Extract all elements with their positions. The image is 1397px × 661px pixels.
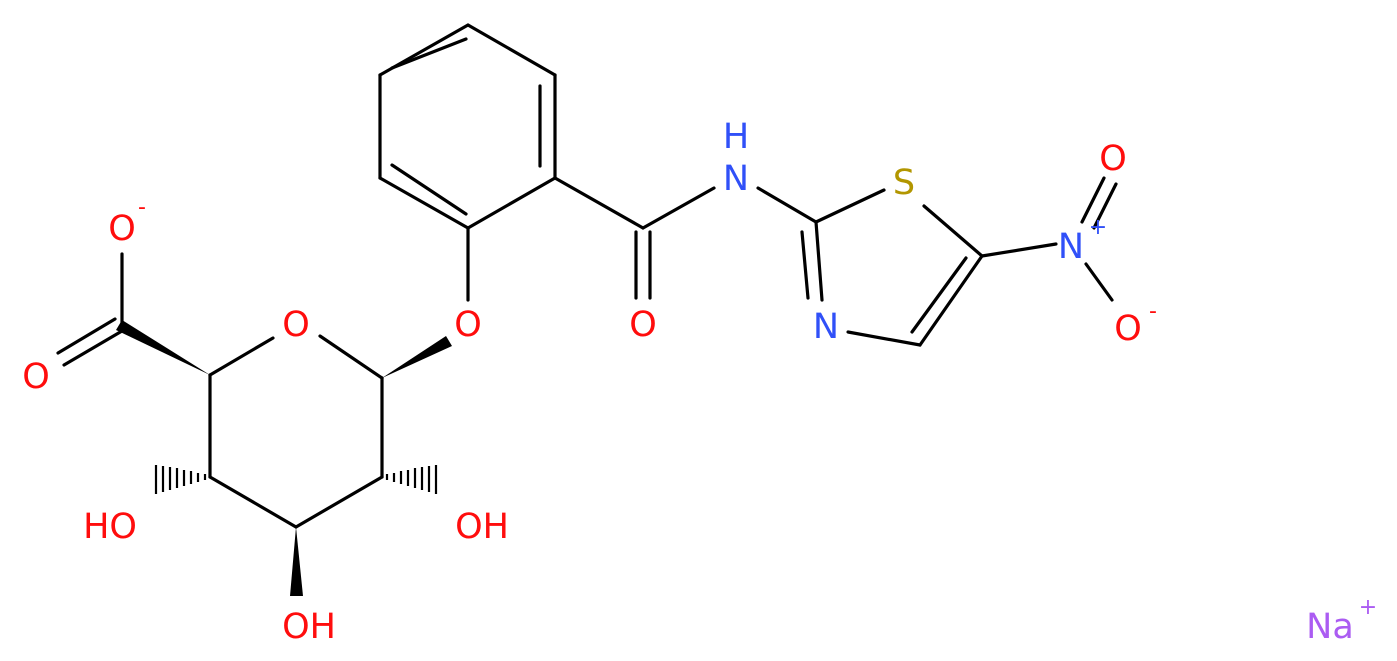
atom-amide-n: N <box>723 159 749 199</box>
atom-amide-h: H <box>723 117 749 157</box>
ether-bonds <box>382 226 470 378</box>
charge-nitro-n: + <box>1089 215 1107 240</box>
atom-thiazole-n: N <box>813 307 839 347</box>
atom-oh-left: HO <box>83 507 137 547</box>
solid-wedge-bottom <box>290 527 303 596</box>
atom-labels: O - O O O O H N S N N + O O - HO OH OH N… <box>22 117 1377 647</box>
pyranose-ring <box>208 334 384 529</box>
carboxylate-bonds <box>56 252 210 375</box>
hashed-wedge-left <box>154 465 207 494</box>
benzene-ring <box>378 23 557 230</box>
atom-nitro-o-bottom: O <box>1114 309 1142 349</box>
atom-thiazole-s: S <box>893 163 915 203</box>
atom-carboxyl-o: O <box>22 357 50 397</box>
hashed-wedge-right <box>385 465 438 494</box>
atom-ring-o: O <box>282 305 310 345</box>
charge-sodium: + <box>1359 595 1377 620</box>
charge-carboxylate: - <box>138 195 146 220</box>
thiazole-ring <box>756 186 984 347</box>
atom-oh-right: OH <box>455 507 509 547</box>
atom-nitro-o-top: O <box>1099 139 1127 179</box>
atom-amide-o: O <box>629 305 657 345</box>
atom-nitro-n: N <box>1058 227 1084 267</box>
amide-bonds <box>553 176 716 300</box>
atom-oh-bottom: OH <box>282 607 336 647</box>
nitro-bonds <box>980 176 1118 302</box>
atom-ether-o: O <box>454 305 482 345</box>
atom-sodium: Na <box>1306 607 1354 647</box>
charge-nitro-o: - <box>1149 299 1157 324</box>
atom-carboxylate-o: O <box>108 209 136 249</box>
